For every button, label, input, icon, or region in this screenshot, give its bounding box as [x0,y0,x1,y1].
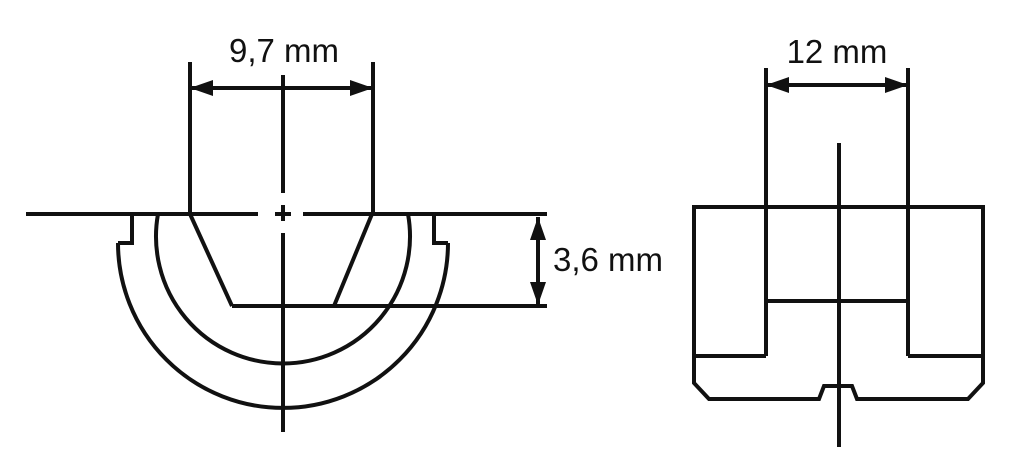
depth-dimension: 3,6 mm [530,217,663,305]
arrowhead-right [350,80,373,96]
arrowhead-left [190,80,213,96]
width-dimension: 9,7 mm [188,32,375,214]
arrowhead-right [885,77,908,93]
arrowhead-up [530,217,546,240]
arrowhead-left [766,77,789,93]
right-shoulder-step [432,214,448,245]
body-outline [692,205,985,401]
countersink-left-wall [188,213,234,307]
width-dimension: 12 mm [766,33,908,93]
section-view: 9,7 mm 3,6 mm [26,32,663,432]
depth-dimension-label: 3,6 mm [553,241,663,278]
arrowhead-down [530,282,546,305]
countersink-right-wall [332,213,374,307]
slot-walls [764,68,910,356]
left-shoulder-step [118,214,134,245]
width-dimension-label: 9,7 mm [229,32,339,69]
width-dimension-label: 12 mm [787,33,888,70]
front-view: 12 mm [692,33,985,447]
